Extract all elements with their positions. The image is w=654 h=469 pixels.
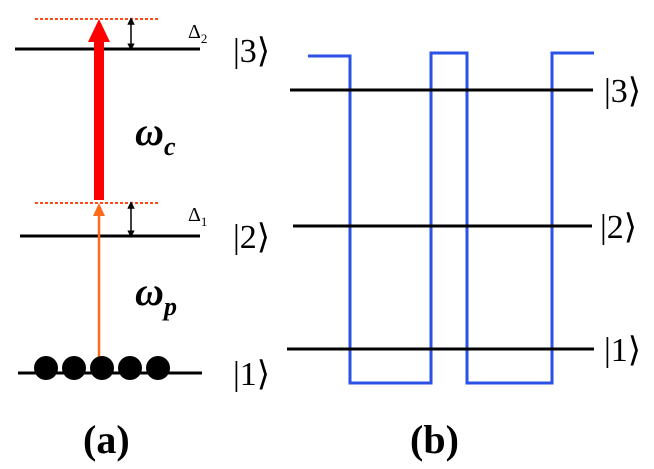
- ket-3-a: |3⟩: [233, 33, 270, 70]
- probe-arrow-head: [93, 203, 105, 216]
- caption-b: (b): [410, 417, 459, 462]
- panel-b: |3⟩ |2⟩ |1⟩ (b): [287, 51, 641, 462]
- detuning-2-label: Δ2: [188, 21, 207, 46]
- probe-label: ωp: [135, 269, 177, 321]
- atom: [118, 356, 142, 380]
- waveform: [308, 51, 594, 385]
- coupling-arrow-shaft: [94, 40, 104, 200]
- ket-3-b: |3⟩: [604, 73, 641, 110]
- detuning-1-label: Δ1: [188, 204, 207, 229]
- atom: [62, 356, 86, 380]
- atom-group: [34, 356, 170, 380]
- ket-1-a: |1⟩: [233, 356, 270, 393]
- coupling-arrow-head: [88, 19, 110, 42]
- ket-2-b: |2⟩: [600, 209, 637, 246]
- atom: [90, 356, 114, 380]
- coupling-label: ωc: [135, 109, 176, 161]
- atom: [34, 356, 58, 380]
- panel-a: Δ2 Δ1 ωc ωp |3⟩ |2⟩ |1⟩ (a): [15, 17, 270, 462]
- atom: [146, 356, 170, 380]
- caption-a: (a): [83, 417, 130, 462]
- ket-2-a: |2⟩: [233, 219, 270, 256]
- ket-1-b: |1⟩: [604, 332, 641, 369]
